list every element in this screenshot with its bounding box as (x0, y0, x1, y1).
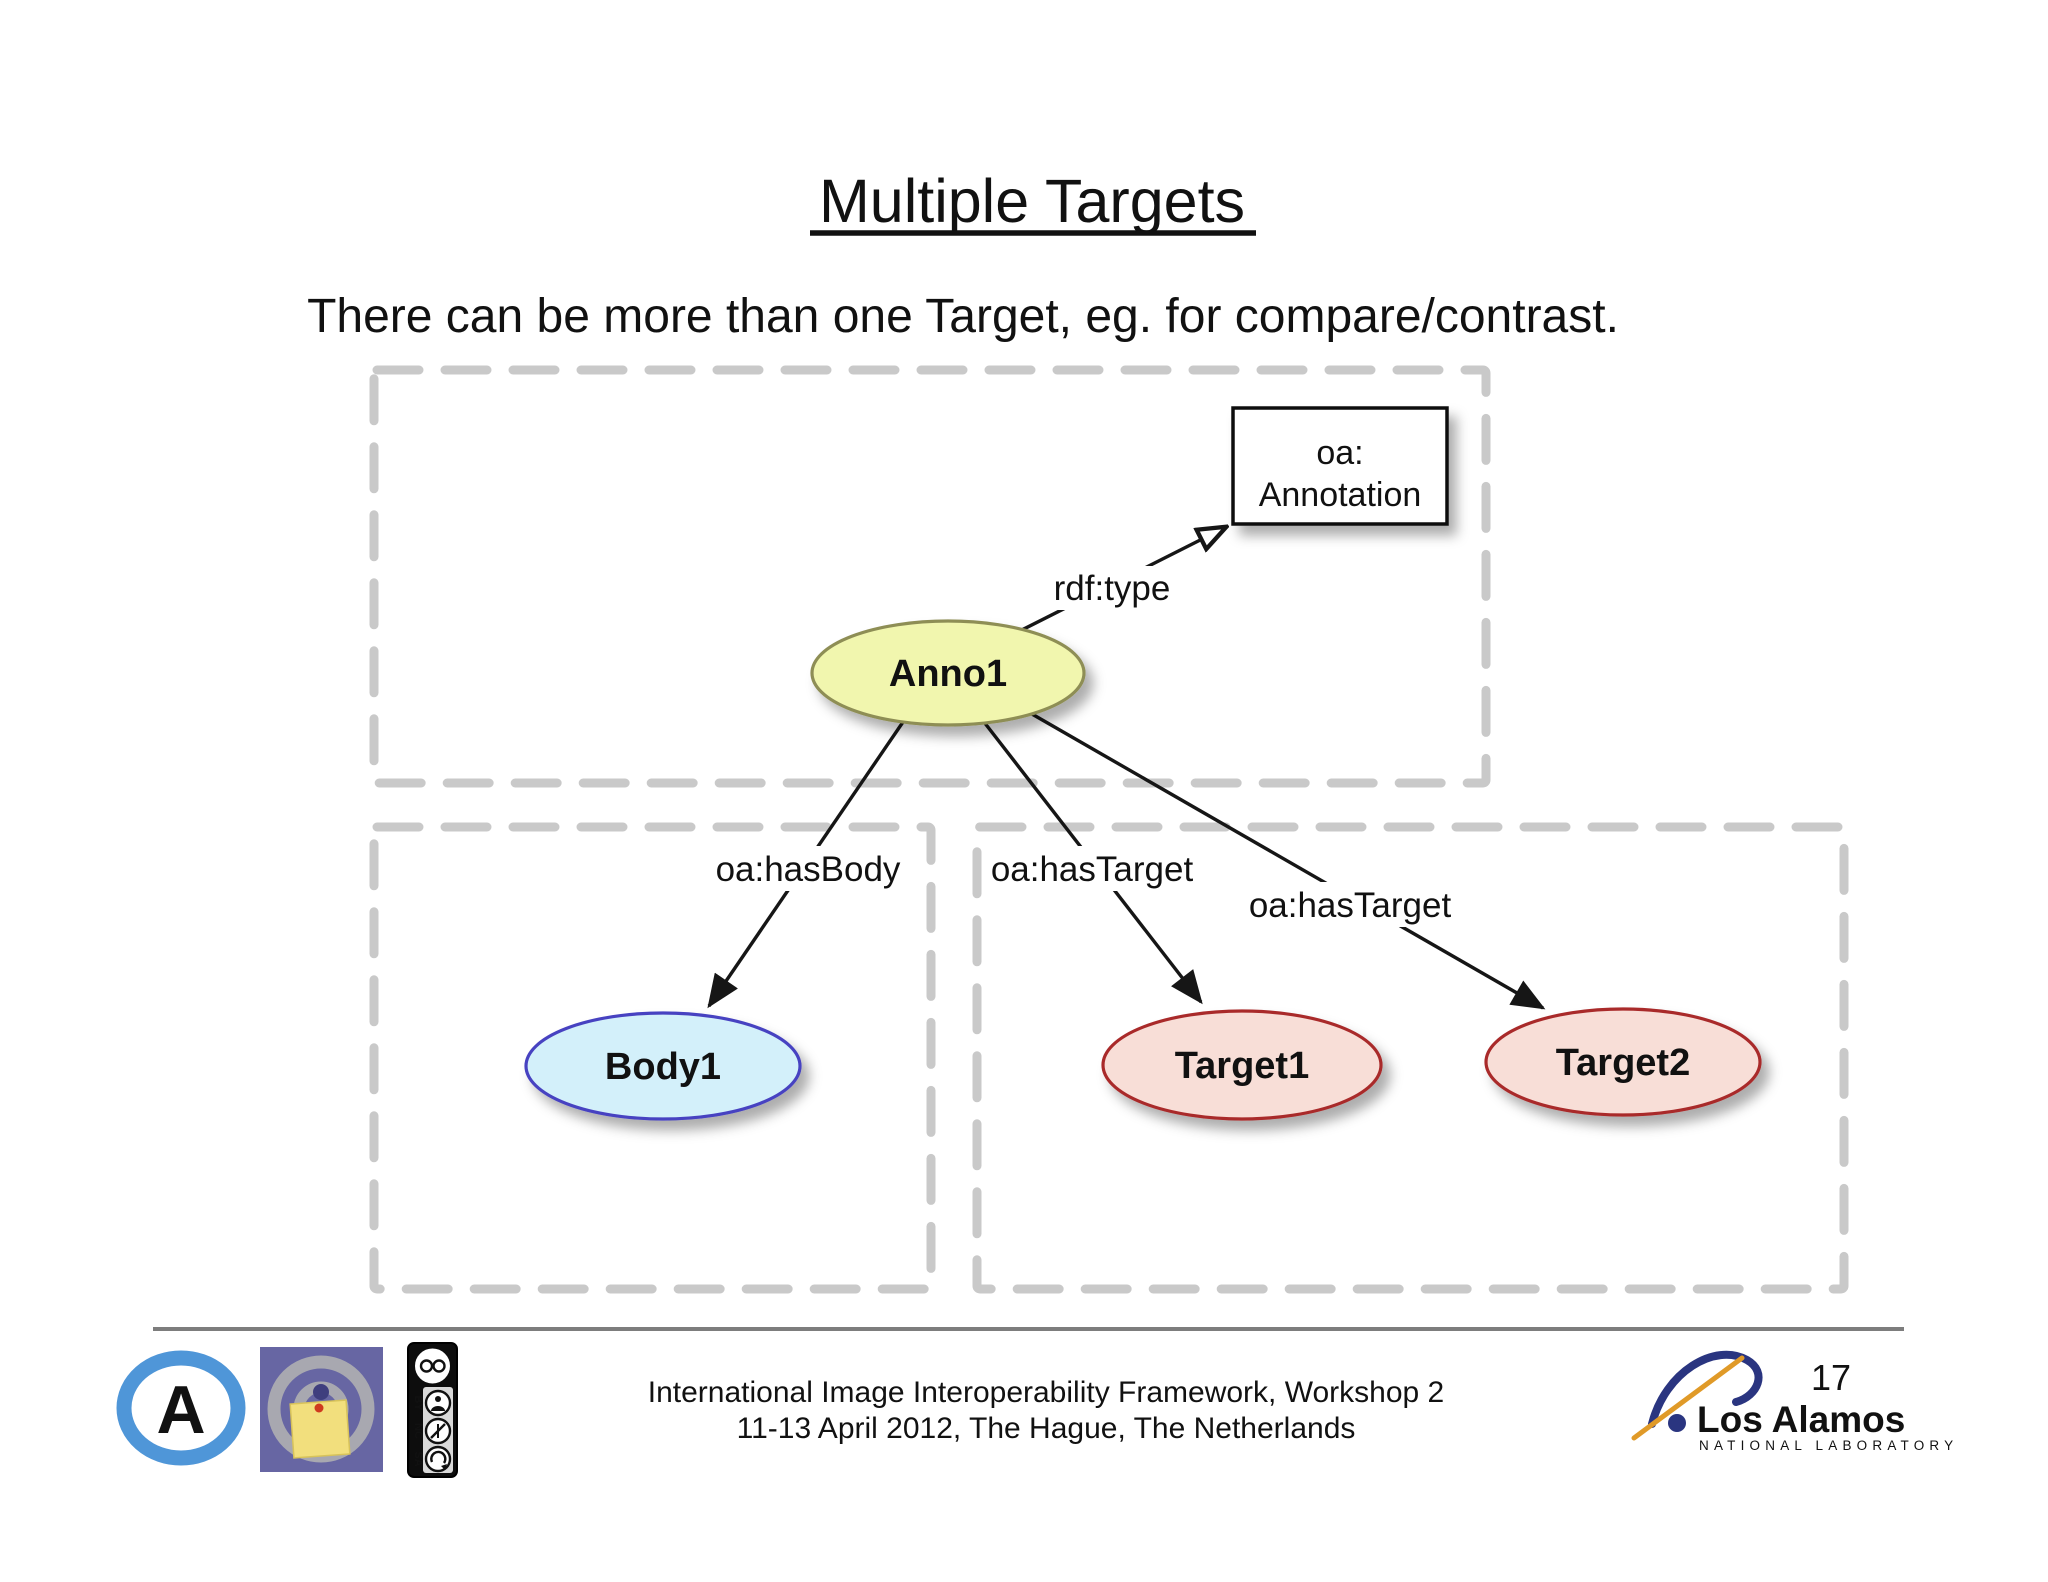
node-anno1 (810, 619, 1086, 727)
los-alamos-dot (1668, 1414, 1686, 1432)
body-group-box (369, 822, 936, 1294)
annotation-class-line2: Annotation (1259, 476, 1422, 514)
by-icon-body (431, 1406, 445, 1411)
los-alamos-logo-icon: Los Alamos NATIONAL LABORATORY (1631, 1350, 1958, 1453)
has-target-2-label-bg (1242, 882, 1458, 927)
rdf-type-label-bg (1046, 566, 1178, 610)
oa-logo-sticky-note (289, 1399, 351, 1459)
oa-logo-pin (314, 1403, 324, 1413)
node-target1-label: Target1 (1175, 1045, 1309, 1087)
node-anno1-label: Anno1 (889, 653, 1007, 695)
by-icon (424, 1389, 452, 1417)
node-target1 (1101, 1009, 1383, 1121)
annotator-a-logo-icon: A (116, 1350, 246, 1466)
annotation-group-box (369, 365, 1491, 788)
annotation-class-line1: oa: (1316, 434, 1363, 472)
sa-icon-arrowhead (441, 1464, 447, 1470)
by-icon-head (435, 1396, 441, 1402)
los-alamos-orbit (1648, 1350, 1763, 1428)
footer-conference-line1: International Image Interoperability Fra… (648, 1376, 1444, 1409)
node-body1-label: Body1 (605, 1046, 721, 1088)
edge-label-has-body: oa:hasBody (716, 850, 901, 889)
los-alamos-name: Los Alamos (1697, 1399, 1905, 1440)
footer-conference-line2: 11-13 April 2012, The Hague, The Netherl… (737, 1412, 1356, 1445)
cc-by-nc-sa-badge-icon: BY NC SA (407, 1342, 458, 1478)
node-body1 (524, 1011, 802, 1121)
has-target-1-label-bg (982, 846, 1202, 891)
page-title: Multiple Targets (819, 167, 1245, 235)
open-annotation-logo-icon (260, 1347, 383, 1472)
edge-label-has-target-1: oa:hasTarget (991, 850, 1194, 889)
has-body-label-bg (699, 846, 917, 891)
oa-logo-pinhole (313, 1384, 329, 1400)
subtitle: There can be more than one Target, eg. f… (307, 290, 1619, 343)
a-logo-ring (116, 1350, 246, 1466)
node-target2-label: Target2 (1556, 1042, 1690, 1084)
edge-label-rdf-type: rdf:type (1054, 569, 1171, 608)
cc-badge-sa-text: SA (412, 1451, 424, 1466)
los-alamos-swoosh (1631, 1355, 1745, 1441)
sa-icon-arc (430, 1450, 447, 1464)
annotation-class-box (1231, 406, 1449, 526)
los-alamos-tagline: NATIONAL LABORATORY (1699, 1438, 1958, 1453)
cc-badge-by-text: BY (412, 1395, 424, 1411)
cc-icon-c2 (432, 1359, 446, 1373)
page-number: 17 (1811, 1357, 1851, 1398)
nc-icon-slash (430, 1423, 446, 1439)
cc-icon-c1 (419, 1359, 434, 1373)
a-logo-letter: A (156, 1372, 205, 1448)
node-target2 (1484, 1007, 1762, 1117)
sticky-note (289, 1399, 351, 1459)
edge-label-has-target-2: oa:hasTarget (1249, 886, 1452, 925)
target-group-box (972, 822, 1849, 1294)
edge-has-target-2 (1024, 708, 1546, 1010)
cc-badge-nc-text: NC (412, 1423, 424, 1439)
